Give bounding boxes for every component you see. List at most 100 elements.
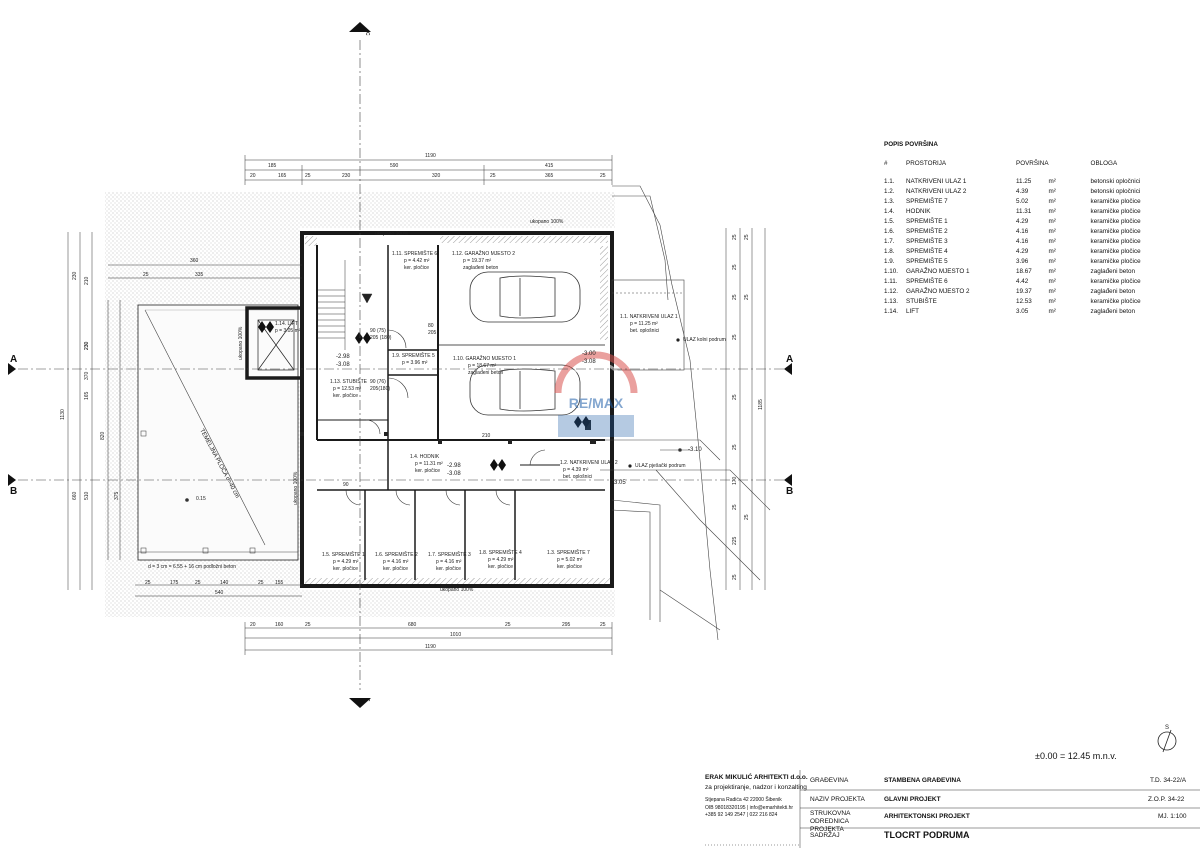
- row-area: 19.37: [1016, 288, 1032, 295]
- svg-text:25: 25: [490, 173, 496, 179]
- svg-text:80: 80: [428, 323, 434, 329]
- svg-text:320: 320: [432, 173, 441, 179]
- svg-text:20: 20: [250, 173, 256, 179]
- row-number: 1.5.: [884, 218, 895, 225]
- svg-text:25: 25: [258, 580, 264, 586]
- row-finish: keramičke pločice: [1090, 228, 1141, 235]
- row-room: STUBIŠTE: [906, 298, 937, 305]
- areas-table: POPIS POVRŠINA # PROSTORIJA POVRŠINA OBL…: [884, 141, 1144, 318]
- row-unit: m²: [1048, 238, 1056, 245]
- svg-text:1.11. SPREMIŠTE 6: 1.11. SPREMIŠTE 6: [392, 250, 437, 257]
- svg-text:360: 360: [190, 258, 199, 264]
- row-finish: zaglađeni beton: [1090, 308, 1136, 315]
- svg-text:p = 4.29 m²: p = 4.29 m²: [333, 559, 359, 565]
- row-area: 4.42: [1016, 278, 1029, 285]
- svg-text:1190: 1190: [425, 644, 436, 650]
- col-finish: OBLOGA: [1090, 160, 1118, 167]
- row-unit: m²: [1048, 248, 1056, 255]
- svg-text:zaglađeni beton: zaglađeni beton: [468, 370, 504, 376]
- row-unit: m²: [1048, 218, 1056, 225]
- doors: [345, 329, 546, 506]
- svg-text:p = 11.25 m²: p = 11.25 m²: [630, 321, 658, 327]
- row-room: LIFT: [906, 308, 919, 315]
- svg-text:-2.98: -2.98: [447, 463, 461, 469]
- row-room: SPREMIŠTE 4: [906, 248, 948, 255]
- svg-text:680: 680: [408, 622, 417, 628]
- row-room: SPREMIŠTE 3: [906, 238, 948, 245]
- svg-text:p = 4.16 m²: p = 4.16 m²: [383, 559, 409, 565]
- svg-text:ker. pločice: ker. pločice: [557, 564, 582, 570]
- svg-text:p = 4.29 m²: p = 4.29 m²: [488, 557, 514, 563]
- row-area: 12.53: [1016, 298, 1032, 305]
- svg-text:25: 25: [732, 294, 738, 300]
- row-finish: keramičke pločice: [1090, 198, 1141, 205]
- svg-text:90: 90: [343, 482, 349, 488]
- svg-text:25: 25: [143, 272, 149, 278]
- svg-text:820: 820: [100, 431, 106, 440]
- row-area: 5.02: [1016, 198, 1029, 205]
- svg-text:90 (76): 90 (76): [370, 379, 386, 385]
- row-area: 4.39: [1016, 188, 1029, 195]
- row-room: GARAŽNO MJESTO 2: [906, 288, 970, 295]
- svg-text:370: 370: [84, 371, 90, 380]
- row-finish: keramičke pločice: [1090, 218, 1141, 225]
- svg-text:20: 20: [250, 622, 256, 628]
- svg-text:bet. oplošnici: bet. oplošnici: [630, 328, 659, 334]
- svg-text:225: 225: [732, 536, 738, 545]
- svg-text:ker. pločice: ker. pločice: [404, 265, 429, 271]
- svg-text:295: 295: [562, 622, 571, 628]
- svg-text:210: 210: [482, 433, 491, 439]
- svg-text:1.3. SPREMIŠTE 7: 1.3. SPREMIŠTE 7: [547, 549, 590, 556]
- svg-text:ker. pločice: ker. pločice: [333, 393, 358, 399]
- row-finish: zaglađeni beton: [1090, 268, 1136, 275]
- svg-text:ker. pločice: ker. pločice: [436, 566, 461, 572]
- row-area: 11.31: [1016, 208, 1032, 215]
- row-number: 1.3.: [884, 198, 895, 205]
- remax-watermark: RE/MAX: [554, 351, 638, 437]
- exterior-ramp: [600, 185, 771, 641]
- areas-title: POPIS POVRŠINA: [884, 141, 938, 148]
- svg-text:205(180): 205(180): [370, 386, 390, 392]
- svg-text:1.1. NATKRIVENI ULAZ 1: 1.1. NATKRIVENI ULAZ 1: [620, 314, 678, 320]
- fire-markers: [258, 321, 590, 471]
- row-area: 3.05: [1016, 308, 1029, 315]
- row-room: NATKRIVENI ULAZ 2: [906, 188, 967, 195]
- col-area: POVRŠINA: [1016, 160, 1049, 167]
- svg-text:25: 25: [732, 504, 738, 510]
- svg-text:1.13. STUBIŠTE: 1.13. STUBIŠTE: [330, 378, 368, 385]
- elevation-reference: ±0.00 = 12.45 m.n.v.: [1035, 751, 1117, 761]
- svg-text:-2.98: -2.98: [336, 354, 350, 360]
- row-unit: m²: [1048, 308, 1056, 315]
- row-area: 4.29: [1016, 218, 1029, 225]
- room-garaza-1: 1.10. GARAŽNO MJESTO 1p = 18.67 m²zaglađ…: [453, 354, 516, 376]
- row-unit: m²: [1048, 178, 1056, 185]
- svg-text:-3.05: -3.05: [612, 480, 626, 486]
- svg-text:170: 170: [732, 476, 738, 485]
- row-unit: m²: [1048, 288, 1056, 295]
- svg-text:25: 25: [305, 622, 311, 628]
- section-c-bottom: c: [364, 698, 371, 702]
- svg-text:375: 375: [114, 491, 120, 500]
- svg-text:-3.10: -3.10: [688, 447, 702, 453]
- svg-text:25: 25: [732, 574, 738, 580]
- row-area: 11.25: [1016, 178, 1032, 185]
- row-finish: betonski opločnici: [1090, 188, 1141, 195]
- svg-text:ULAZ kolni podrum: ULAZ kolni podrum: [683, 337, 726, 343]
- col-unit: [1049, 160, 1091, 178]
- row-number: 1.13.: [884, 298, 899, 305]
- levels: -2.98 -3.08 -3.00 -3.08 -2.98 -3.08 -3.1…: [336, 351, 702, 486]
- section-c-top: c: [364, 32, 371, 36]
- svg-text:p = 4.16 m²: p = 4.16 m²: [436, 559, 462, 565]
